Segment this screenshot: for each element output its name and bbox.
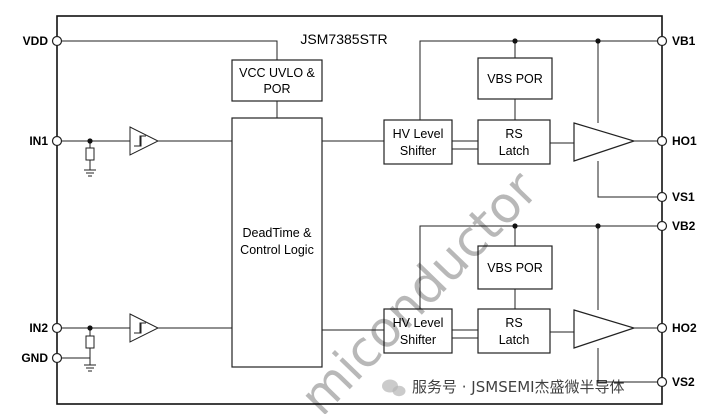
pin-markers — [51, 35, 668, 388]
uvlo-label-line2: POR — [263, 82, 290, 96]
pin-label-gnd: GND — [21, 351, 48, 365]
chip-title: JSM7385STR — [300, 31, 387, 47]
level-shifter-1-line1: HV Level — [393, 127, 444, 141]
vbs-por-2-label: VBS POR — [487, 261, 543, 275]
vbs-por-1 — [477, 57, 553, 100]
rs-latch-2-line2: Latch — [499, 333, 530, 347]
pin-label-vb2: VB2 — [672, 219, 696, 233]
rs-latch-1 — [477, 119, 551, 165]
schmitt-buffer-in1 — [129, 126, 160, 156]
driver-1 — [573, 122, 636, 162]
pin-label-ho1: HO1 — [672, 134, 697, 148]
deadtime-label-line1: DeadTime & — [242, 226, 312, 240]
wires — [57, 40, 662, 383]
watermark-footer-text: 服务号 · JSMSEMI杰盛微半导体 — [412, 378, 625, 396]
resistor-in2 — [85, 335, 95, 349]
schmitt-buffer-in2 — [129, 313, 160, 343]
rs-latch-1-line2: Latch — [499, 144, 530, 158]
wechat-icon — [382, 379, 406, 397]
uvlo-label-line1: VCC UVLO & — [239, 66, 315, 80]
uvlo-block — [231, 59, 323, 102]
level-shifter-2-line2: Shifter — [400, 333, 436, 347]
vbs-por-2 — [477, 245, 553, 290]
resistor-in1 — [85, 147, 95, 161]
level-shifter-2-line1: HV Level — [393, 316, 444, 330]
pin-label-vs2: VS2 — [672, 375, 695, 389]
driver-2 — [573, 309, 636, 349]
chip-outline — [56, 15, 663, 405]
level-shifter-1-line2: Shifter — [400, 144, 436, 158]
rs-latch-1-line1: RS — [505, 127, 522, 141]
junction-dots — [87, 38, 601, 331]
pin-label-vs1: VS1 — [672, 190, 695, 204]
pin-label-in2: IN2 — [29, 321, 48, 335]
rs-latch-2-line1: RS — [505, 316, 522, 330]
rs-latch-2 — [477, 308, 551, 354]
deadtime-block — [231, 117, 323, 368]
vbs-por-1-label: VBS POR — [487, 72, 543, 86]
level-shifter-1 — [383, 119, 453, 165]
pin-label-vb1: VB1 — [672, 34, 696, 48]
level-shifter-2 — [383, 308, 453, 354]
watermark-footer: 服务号 · JSMSEMI杰盛微半导体 — [382, 378, 625, 397]
pin-label-vdd: VDD — [23, 34, 49, 48]
pin-label-in1: IN1 — [29, 134, 48, 148]
deadtime-label-line2: Control Logic — [240, 243, 314, 257]
pin-label-ho2: HO2 — [672, 321, 697, 335]
